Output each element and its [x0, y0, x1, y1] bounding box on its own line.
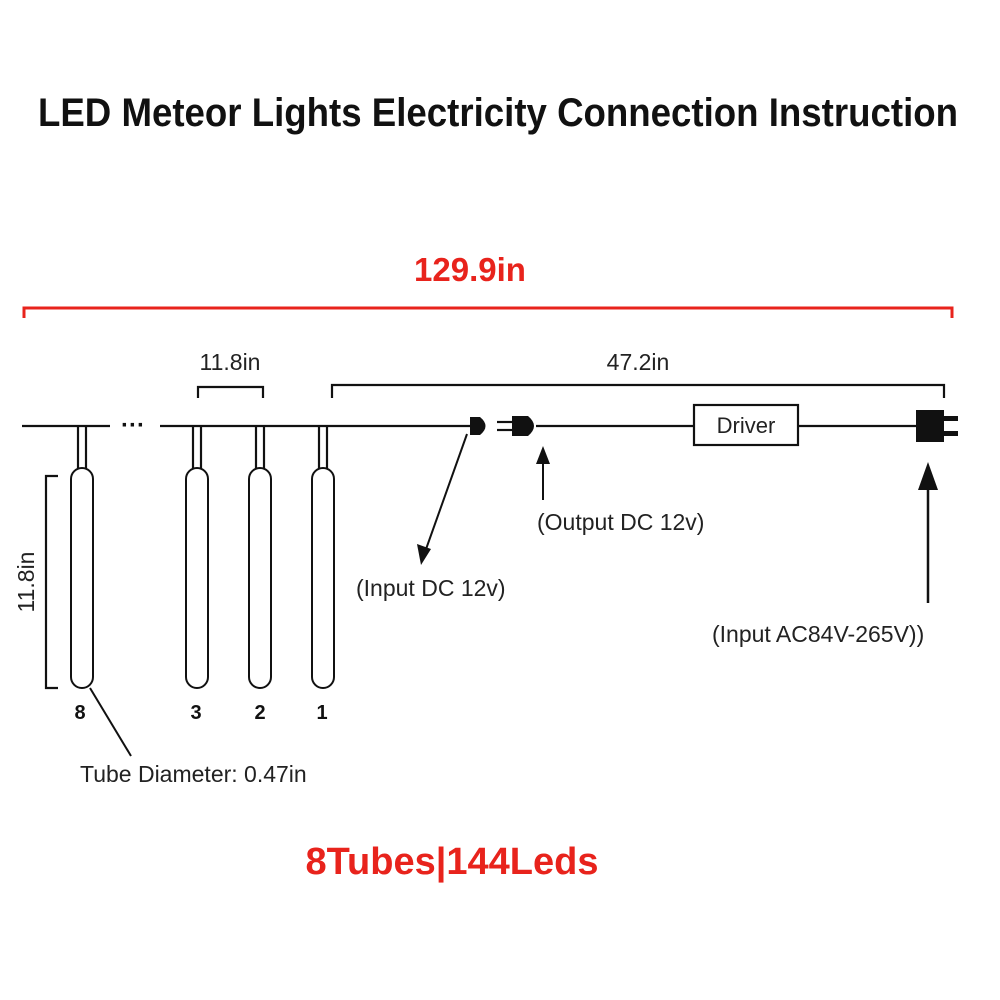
tube-8	[70, 426, 94, 689]
page-title: LED Meteor Lights Electricity Connection…	[38, 91, 958, 135]
output-dc-label: (Output DC 12v)	[537, 509, 704, 535]
tube-length-bracket	[44, 474, 58, 690]
male-connector	[497, 416, 534, 436]
tube-diameter-pointer	[89, 687, 132, 757]
driver-label: Driver	[717, 413, 776, 438]
total-length-label: 129.9in	[414, 251, 526, 288]
input-ac-label: (Input AC84V-265V))	[712, 621, 924, 647]
tube-number-8: 8	[74, 702, 85, 724]
tube-number-1: 1	[316, 702, 327, 724]
tubes-leds-summary: 8Tubes|144Leds	[306, 841, 599, 883]
input-dc-label: (Input DC 12v)	[356, 575, 506, 601]
driver-box: Driver	[692, 403, 800, 447]
tube-diameter-label: Tube Diameter: 0.47in	[80, 761, 307, 787]
tube-length-label: 11.8in	[13, 552, 39, 613]
output-dc-arrow	[536, 446, 550, 500]
tube-3	[185, 426, 209, 689]
tube-number-3: 3	[190, 702, 201, 724]
cable-length-bracket	[330, 383, 946, 398]
cable-length-label: 47.2in	[607, 349, 670, 375]
input-ac-arrow	[918, 462, 938, 603]
tube-spacing-label: 11.8in	[200, 349, 261, 375]
tube-number-2: 2	[254, 702, 265, 724]
input-dc-arrow	[417, 433, 468, 565]
ac-plug	[916, 410, 958, 442]
wire-ellipsis: ···	[121, 412, 145, 439]
female-connector	[470, 417, 486, 435]
tube-spacing-bracket	[196, 385, 265, 398]
tube-1	[311, 426, 335, 689]
tube-2	[248, 426, 272, 689]
total-length-bracket	[22, 306, 954, 318]
